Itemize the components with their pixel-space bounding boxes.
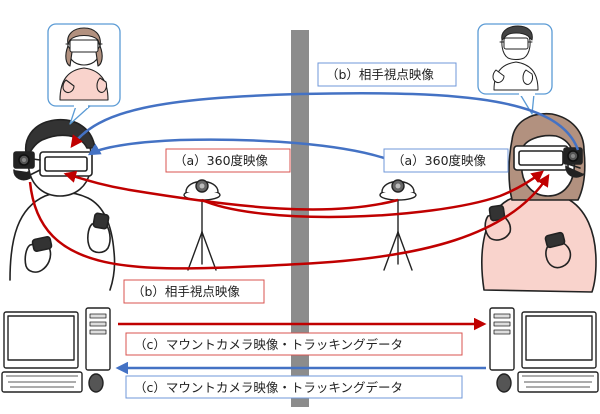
arrow-right-camera-label-to-left-user xyxy=(87,138,385,160)
arrow-right-camera-to-left-user xyxy=(63,170,399,211)
label-partner-view-bottom: （b）相手視点映像 xyxy=(123,279,265,304)
right-user-figure xyxy=(481,113,597,293)
label-360-right: （a）360度映像 xyxy=(383,148,509,173)
arrow-left-mount-to-right-user xyxy=(28,173,550,270)
label-partner-view-top: （b）相手視点映像 xyxy=(317,62,457,87)
left-360-camera xyxy=(183,179,221,271)
label-partner-view-top-text: （b）相手視点映像 xyxy=(326,67,434,82)
label-360-left: （a）360度映像 xyxy=(165,148,291,173)
label-360-left-text: （a）360度映像 xyxy=(174,153,269,168)
right-thought-bubble xyxy=(477,23,553,115)
arrow-left-camera-to-right-user xyxy=(201,170,544,219)
left-thought-bubble xyxy=(47,23,121,125)
arrow-right-mount-to-left-user xyxy=(70,91,580,151)
label-data-to-left-text: （c）マウントカメラ映像・トラッキングデータ xyxy=(134,380,403,395)
divider-wall xyxy=(291,30,309,407)
label-data-to-left: （c）マウントカメラ映像・トラッキングデータ xyxy=(125,375,463,399)
right-pc xyxy=(489,307,599,393)
label-360-right-text: （a）360度映像 xyxy=(392,153,487,168)
right-360-camera xyxy=(379,179,417,271)
label-data-to-right-text: （c）マウントカメラ映像・トラッキングデータ xyxy=(134,337,403,352)
label-partner-view-bottom-text: （b）相手視点映像 xyxy=(132,284,240,299)
label-data-to-right: （c）マウントカメラ映像・トラッキングデータ xyxy=(125,332,463,356)
left-user-figure xyxy=(9,119,116,291)
left-pc xyxy=(1,307,111,393)
